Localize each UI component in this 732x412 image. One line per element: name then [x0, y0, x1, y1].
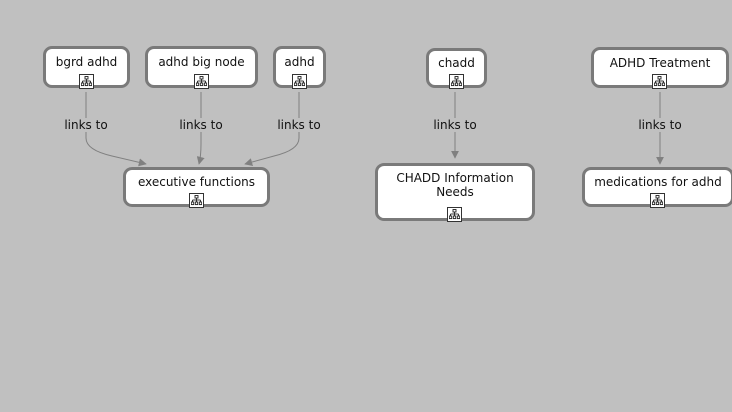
node-label: executive functions: [137, 175, 256, 189]
hierarchy-icon[interactable]: [78, 74, 94, 89]
node-label: adhd big node: [158, 55, 245, 69]
hierarchy-icon[interactable]: [193, 74, 209, 89]
node-adhd-big-node[interactable]: adhd big node: [145, 46, 258, 89]
edge-label: links to: [62, 118, 110, 132]
hierarchy-icon[interactable]: [650, 193, 665, 208]
edge-label: links to: [275, 118, 323, 132]
node-label: medications for adhd: [594, 175, 722, 189]
edge-adhd-big-node-to-executive-functions[interactable]: [199, 92, 201, 164]
node-adhd[interactable]: adhd: [273, 46, 326, 89]
node-label: CHADD Information Needs: [396, 171, 514, 199]
node-bgrd-adhd[interactable]: bgrd adhd: [43, 46, 130, 89]
node-chadd-information-needs[interactable]: CHADD Information Needs: [375, 163, 535, 222]
edge-bgrd-adhd-to-executive-functions[interactable]: [85, 92, 146, 164]
hierarchy-icon[interactable]: [448, 74, 464, 89]
edge-adhd-to-executive-functions[interactable]: [245, 92, 300, 164]
node-label: bgrd adhd: [55, 55, 118, 69]
hierarchy-icon[interactable]: [447, 207, 462, 222]
node-executive-functions[interactable]: executive functions: [123, 167, 270, 208]
edge-label: links to: [431, 118, 479, 132]
hierarchy-icon[interactable]: [188, 193, 204, 208]
node-label: adhd: [284, 55, 315, 69]
edge-label: links to: [636, 118, 684, 132]
node-chadd[interactable]: chadd: [426, 48, 487, 89]
node-adhd-treatment[interactable]: ADHD Treatment: [591, 47, 729, 89]
hierarchy-icon[interactable]: [291, 74, 307, 89]
hierarchy-icon[interactable]: [652, 74, 667, 89]
edge-label: links to: [177, 118, 225, 132]
node-label: chadd: [438, 56, 475, 70]
node-medications-for-adhd[interactable]: medications for adhd: [582, 167, 732, 208]
node-label: ADHD Treatment: [609, 55, 711, 70]
